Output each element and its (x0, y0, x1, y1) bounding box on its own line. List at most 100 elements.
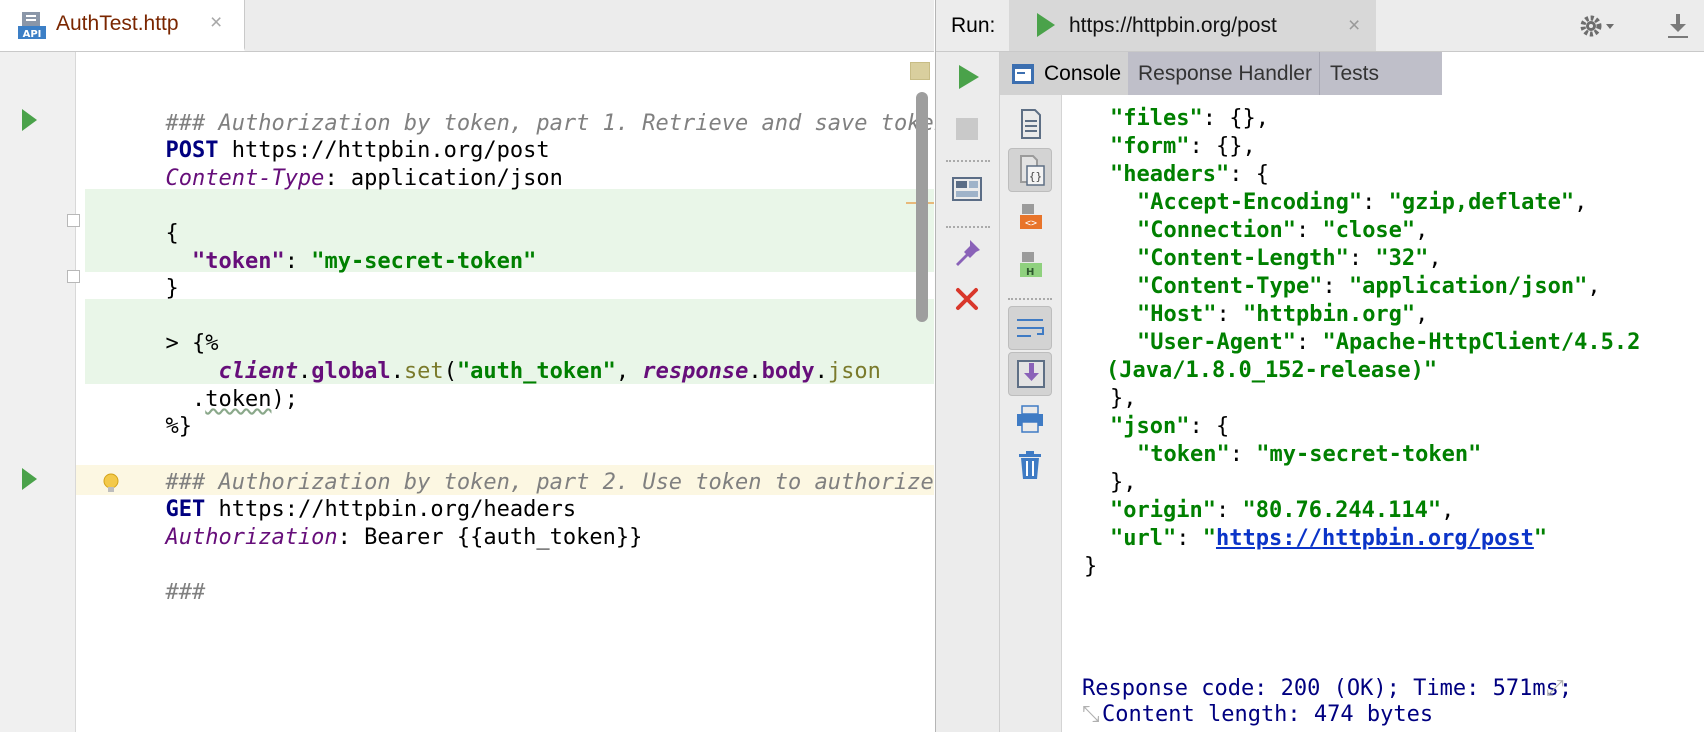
output-line: } (1084, 553, 1097, 581)
code-comma: , (615, 359, 643, 384)
http-method: GET (165, 497, 206, 522)
print-icon[interactable] (1008, 398, 1052, 442)
html-view-icon[interactable]: <> (1008, 198, 1052, 242)
run-subtabs: Console Response Handler Tests (1000, 52, 1442, 95)
code-line: .token); (86, 355, 298, 445)
run-icon (1037, 13, 1055, 37)
file-tab-authtest[interactable]: API AuthTest.http × (0, 0, 245, 51)
tab-tests[interactable]: Tests (1319, 52, 1442, 95)
code-editor[interactable]: ### Authorization by token, part 1. Retr… (76, 52, 960, 732)
request-body-highlight (85, 189, 934, 272)
output-line: "Host": "httpbin.org", (1137, 301, 1428, 329)
svg-text:API: API (23, 29, 42, 40)
layout-icon[interactable] (950, 172, 984, 206)
current-line-highlight (76, 465, 934, 495)
code-dot: . (165, 387, 206, 412)
json-key: "url" (1110, 526, 1177, 551)
code-line: %} (86, 382, 192, 472)
comment-text: # Authorization by token, part 2. Use to… (191, 470, 947, 495)
json-icon: {} (1020, 155, 1045, 186)
code-dot: . (390, 359, 404, 384)
tab-console[interactable]: Console (1000, 52, 1128, 95)
console-toolbar: {} <> H (1000, 52, 1062, 732)
output-line: "User-Agent": "Apache-HttpClient/4.5.2 (1137, 329, 1640, 357)
code-identifier: response (642, 359, 749, 384)
inspection-status-icon[interactable] (910, 62, 930, 80)
json-punct: : { (1189, 414, 1230, 439)
run-request-icon[interactable] (22, 468, 37, 490)
json-key: "files" (1110, 106, 1203, 131)
editor-gutter (0, 52, 76, 732)
response-handler-highlight (85, 299, 934, 384)
output-line: (Java/1.8.0_152-release)" (1106, 357, 1437, 385)
stop-icon[interactable] (950, 112, 984, 146)
editor-pane: API AuthTest.http × ### Authorization by… (0, 0, 960, 732)
handler-open: > {% (165, 331, 219, 356)
output-line: }, (1110, 469, 1137, 497)
output-line: "Accept-Encoding": "gzip,deflate", (1137, 189, 1587, 217)
content-length-line: Content length: 474 bytes (1102, 701, 1433, 729)
run-tab[interactable]: https://httpbin.org/post × (1009, 0, 1376, 51)
console-output[interactable]: "files": {}, "form": {}, "headers": { "A… (1062, 95, 1704, 732)
json-punct: : { (1229, 162, 1269, 187)
close-icon[interactable]: × (1348, 14, 1361, 37)
editor-scrollbar[interactable] (916, 92, 928, 322)
run-tab-title: https://httpbin.org/post (1069, 14, 1277, 37)
code-line: client.global.set("auth_token", response… (86, 327, 880, 417)
document-icon[interactable] (1008, 102, 1052, 146)
headers-view-icon[interactable]: H (1008, 246, 1052, 290)
run-request-icon[interactable] (22, 109, 37, 131)
json-key: "User-Agent" (1137, 330, 1296, 355)
soft-wrap-button[interactable] (1008, 306, 1052, 350)
output-line: "token": "my-secret-token" (1137, 441, 1481, 469)
code-identifier: token (205, 387, 272, 412)
json-punct: } (1084, 554, 1098, 579)
json-value: (Java/1.8.0_152-release)" (1106, 358, 1438, 383)
fold-icon[interactable] (67, 214, 80, 227)
code-string: "auth_token" (456, 359, 616, 384)
toolbar-separator (946, 226, 990, 228)
code-line: > {% (86, 299, 218, 389)
json-punct: : (1295, 330, 1323, 355)
lightbulb-icon[interactable] (101, 473, 121, 495)
gear-icon[interactable] (1578, 12, 1618, 40)
tab-response-handler[interactable]: Response Handler (1128, 52, 1319, 95)
json-value: "80.76.244.114" (1242, 498, 1442, 523)
json-key: "token" (191, 249, 285, 274)
json-value: "my-secret-token" (1256, 442, 1482, 467)
close-icon[interactable]: × (210, 11, 223, 34)
svg-text:H: H (1026, 267, 1034, 278)
http-method: POST (165, 138, 219, 163)
scroll-to-end-button[interactable] (1008, 352, 1052, 396)
rerun-icon[interactable] (950, 60, 984, 94)
json-punct: : (1362, 190, 1389, 215)
json-punct: : (1215, 498, 1243, 523)
json-punct: : (1348, 246, 1376, 271)
svg-text:<>: <> (1025, 218, 1037, 229)
trash-icon[interactable] (1008, 444, 1052, 488)
json-view-button[interactable]: {} (1008, 148, 1052, 192)
code-line: { (86, 189, 178, 279)
json-key: "Content-Type" (1137, 274, 1323, 299)
toolbar-separator (1008, 298, 1052, 300)
download-icon[interactable] (1666, 12, 1690, 40)
json-value: " (1533, 526, 1548, 551)
json-value: "my-secret-token" (311, 249, 537, 274)
json-value: " (1202, 526, 1216, 551)
output-line: "form": {}, (1110, 133, 1256, 161)
header-value: : Bearer {{auth_token}} (337, 525, 643, 550)
json-punct: : (1176, 526, 1203, 551)
json-punct: : (1216, 302, 1243, 327)
json-punct: , (1441, 498, 1455, 523)
output-line: }, (1110, 385, 1137, 413)
code-line: ### Authorization by token, part 2. Use … (86, 438, 947, 528)
close-icon[interactable] (950, 282, 984, 316)
json-punct: : {}, (1202, 106, 1269, 131)
svg-text:{}: {} (1029, 170, 1042, 183)
response-url-link[interactable]: https://httpbin.org/post (1215, 526, 1534, 551)
fold-icon[interactable] (67, 270, 80, 283)
code-identifier: client (218, 359, 298, 384)
pin-icon[interactable] (950, 236, 984, 270)
json-key: "Connection" (1137, 218, 1296, 243)
handler-close: %} (165, 414, 192, 439)
